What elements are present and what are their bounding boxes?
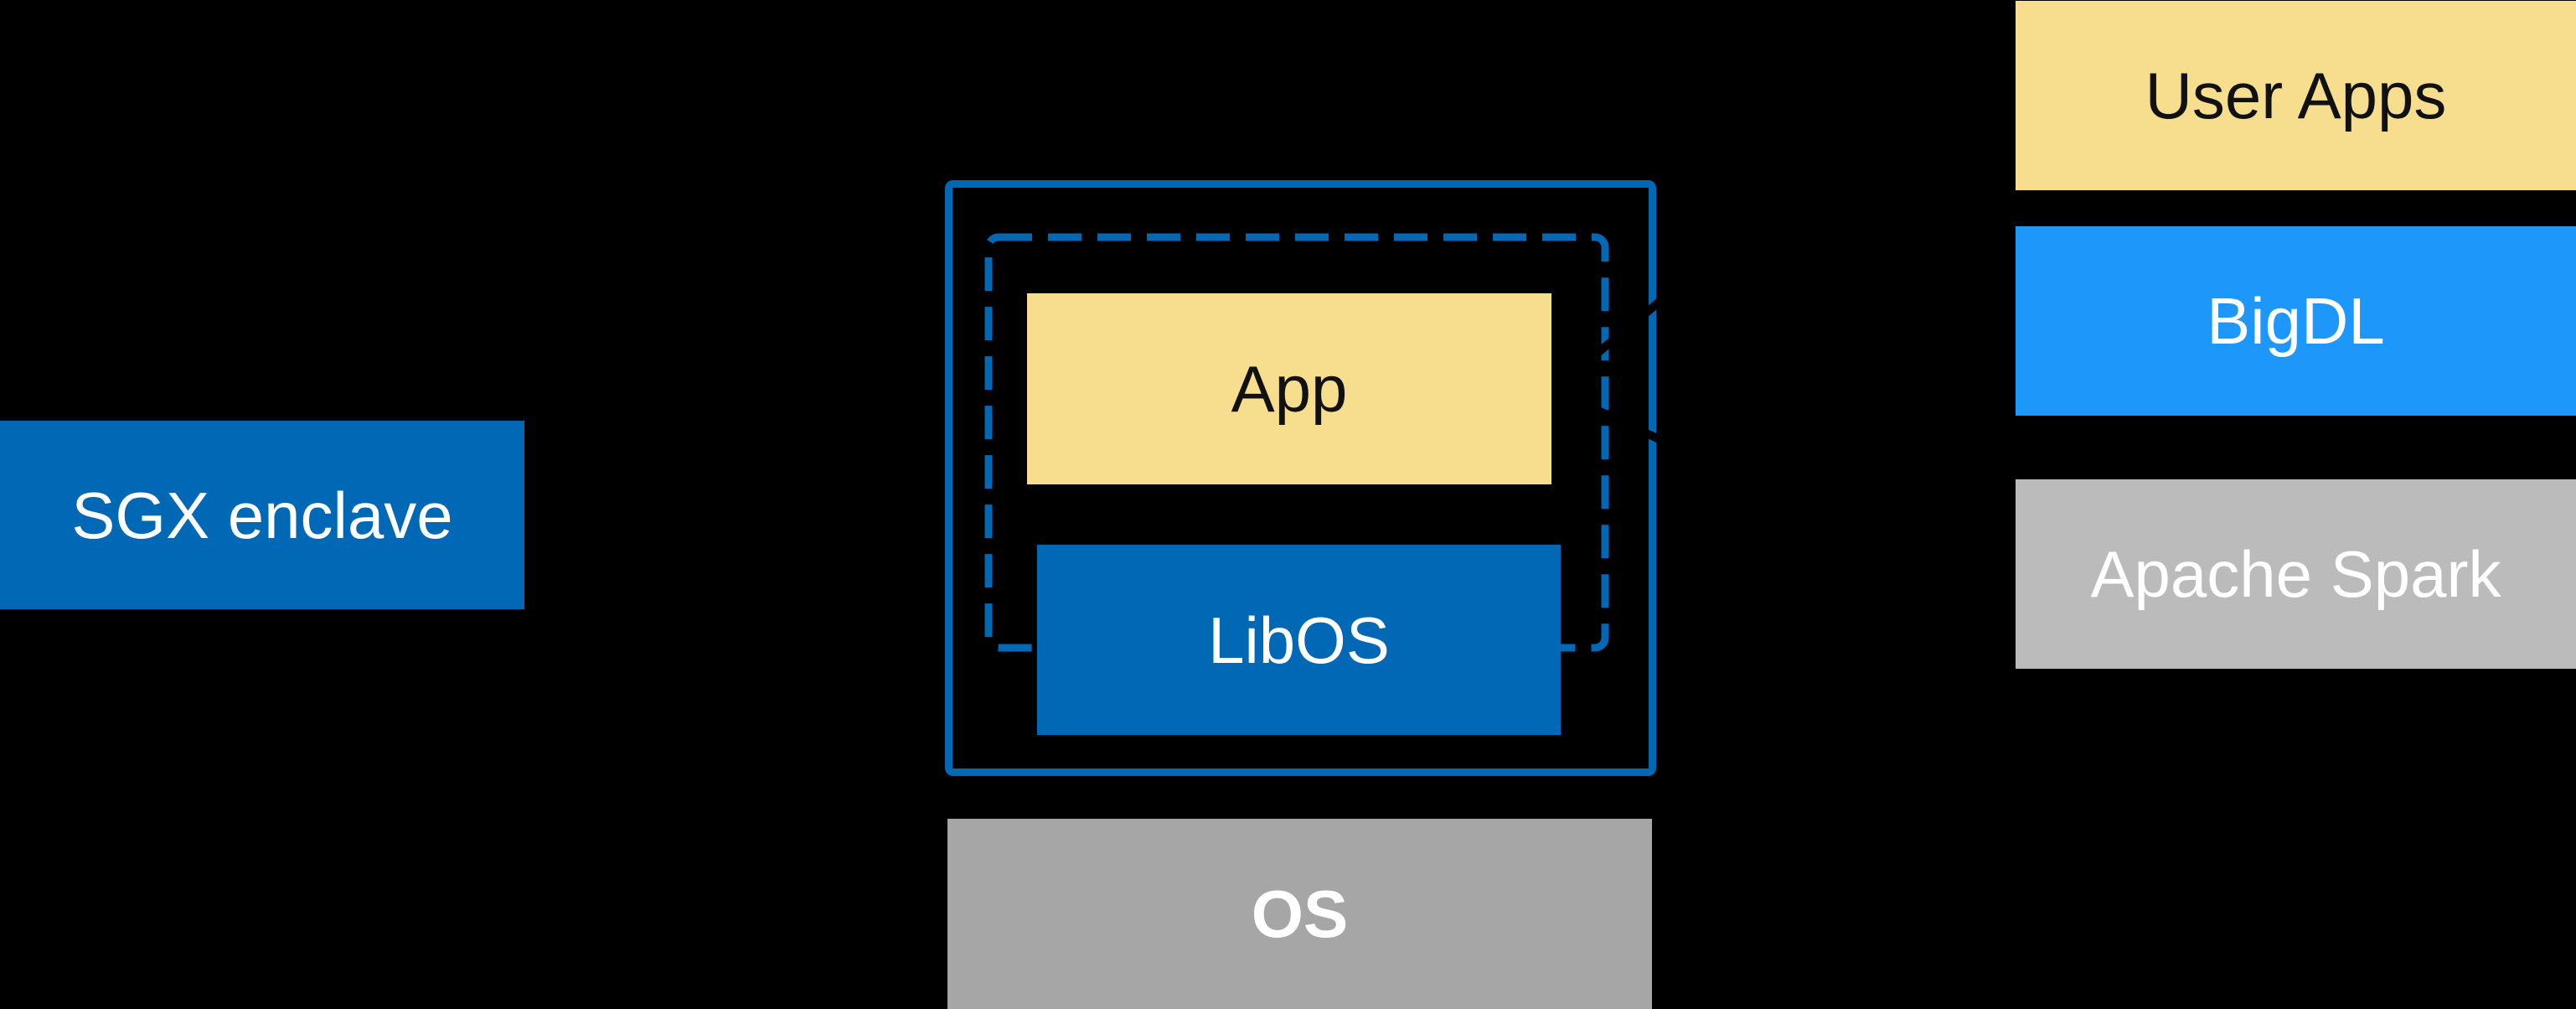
os-label: OS bbox=[1251, 876, 1349, 951]
sgx-connector-arrowhead-icon bbox=[922, 491, 943, 512]
bigdl-label: BigDL bbox=[2207, 284, 2385, 358]
libos-box: LibOS bbox=[1037, 545, 1561, 735]
sgx-enclave-label: SGX enclave bbox=[71, 478, 453, 552]
apache-spark-label: Apache Spark bbox=[2090, 537, 2501, 611]
app-label: App bbox=[1231, 352, 1348, 426]
os-box: OS bbox=[947, 819, 1652, 1009]
sgx-connector-line bbox=[529, 499, 926, 518]
stack-apache-spark-box: Apache Spark bbox=[2016, 479, 2576, 669]
user-apps-label: User Apps bbox=[2145, 59, 2447, 132]
stack-bigdl-box: BigDL bbox=[2016, 226, 2576, 416]
sgx-enclave-label-box: SGX enclave bbox=[0, 421, 524, 609]
stack-user-apps-box: User Apps bbox=[2016, 1, 2576, 190]
app-box: App bbox=[1027, 293, 1551, 484]
stack-brace-upper-line bbox=[1554, 233, 1742, 390]
stack-brace-lower-line bbox=[1555, 387, 1770, 494]
libos-label: LibOS bbox=[1208, 603, 1390, 677]
